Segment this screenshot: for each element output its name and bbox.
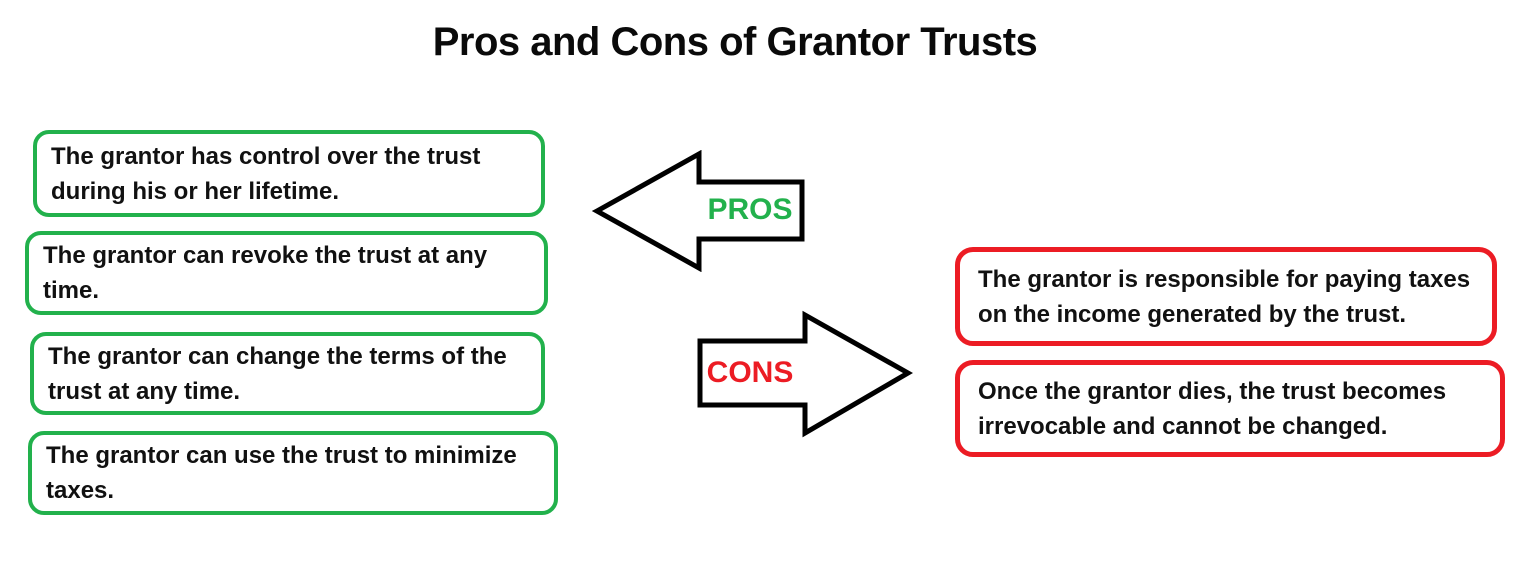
page-title: Pros and Cons of Grantor Trusts <box>432 20 1038 64</box>
pro-note-text: The grantor has control over the trust d… <box>51 142 481 205</box>
con-note-text: The grantor is responsible for paying ta… <box>978 265 1471 328</box>
pros-arrow-label: PROS <box>707 193 793 226</box>
cons-arrow-icon: CONS <box>695 310 913 438</box>
cons-arrow-label: CONS <box>706 356 794 389</box>
pros-arrow-icon: PROS <box>592 150 806 272</box>
left-block-arrow-icon <box>592 150 805 272</box>
pro-note-text: The grantor can change the terms of the … <box>48 342 507 405</box>
pro-note-box: The grantor can change the terms of the … <box>30 332 545 415</box>
right-block-arrow-icon <box>697 310 913 438</box>
pro-note-box: The grantor can revoke the trust at any … <box>25 231 548 315</box>
con-note-text: Once the grantor dies, the trust becomes… <box>978 377 1447 440</box>
pro-note-box: The grantor has control over the trust d… <box>33 130 545 217</box>
con-note-box: Once the grantor dies, the trust becomes… <box>955 360 1505 457</box>
pro-note-text: The grantor can use the trust to minimiz… <box>46 442 517 504</box>
con-note-box: The grantor is responsible for paying ta… <box>955 247 1497 346</box>
pro-note-box: The grantor can use the trust to minimiz… <box>28 431 558 515</box>
pro-note-text: The grantor can revoke the trust at any … <box>43 242 488 304</box>
